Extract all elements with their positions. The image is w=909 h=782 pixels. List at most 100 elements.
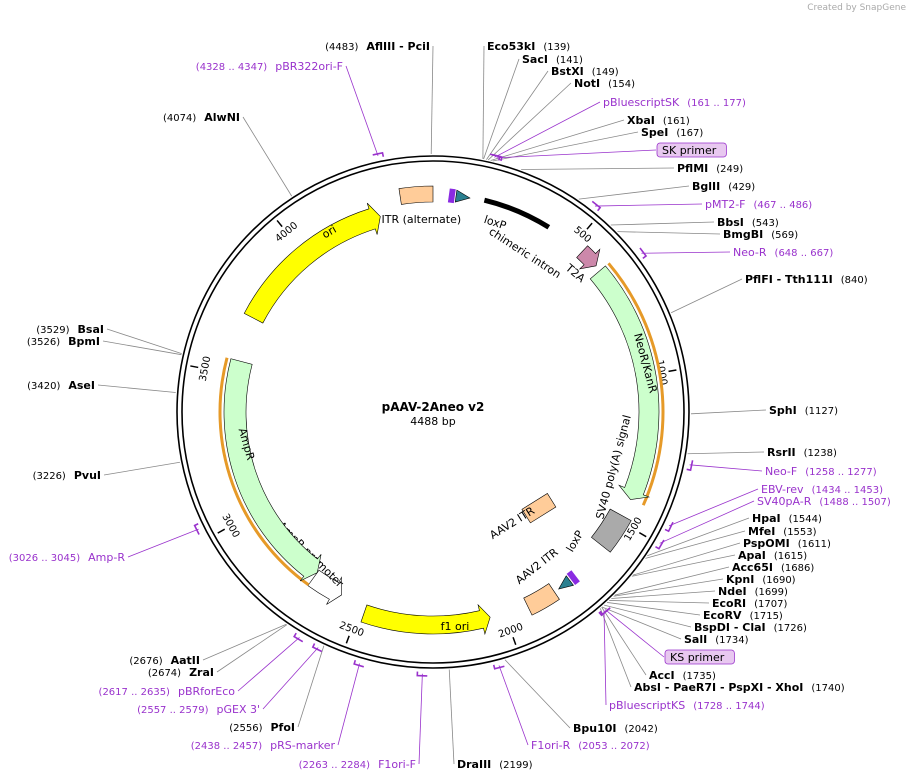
primer-name: SV40pA-R (757, 495, 812, 508)
tick-label-2500: 2500 (338, 620, 366, 639)
site-name: KpnI (726, 573, 754, 586)
site-name: AatII (171, 654, 200, 667)
primer-leader-13 (262, 647, 319, 710)
primer-mark-4 (639, 247, 648, 260)
site-position: (2042) (625, 724, 658, 735)
site-leader-22 (607, 602, 701, 616)
site-ecorv: EcoRV(1715) (703, 609, 783, 622)
site-kpni: KpnI (1690) (726, 573, 796, 586)
primer-leader-6 (668, 488, 759, 527)
primer-mark-9 (598, 608, 610, 617)
site-name: PfoI (271, 721, 296, 734)
primer-prs-marker: (2438 .. 2457)pRS-marker (191, 739, 336, 752)
site-position: (429) (728, 182, 755, 193)
primer-leader-8 (604, 609, 665, 658)
site-name: PvuI (74, 469, 101, 482)
site-pflmi: PflMI(249) (677, 162, 743, 175)
primer-box-ks-primer (664, 649, 735, 665)
site-leader-26 (599, 608, 632, 688)
site-position: (1707) (754, 599, 787, 610)
feature-aav2-itr-7-label: AAV2 ITR (513, 545, 561, 586)
primer-leader-7 (659, 500, 755, 544)
site-bpu10i: Bpu10I (2042) (573, 722, 658, 735)
site-position: (1544) (789, 514, 822, 525)
feature-loxp-6 (558, 575, 574, 590)
primer-range: (648 .. 667) (775, 248, 834, 259)
site-position: (1734) (715, 635, 748, 646)
site-leader-31 (202, 623, 287, 661)
primer-leader-4 (641, 251, 731, 254)
tick-mark-3000 (217, 528, 226, 534)
tick-mark-2000 (512, 636, 517, 645)
primer-mark-2 (491, 153, 503, 162)
site-afliii-pcii: (4483)AflIII - PciI (325, 40, 430, 53)
primer-mark-3 (591, 200, 602, 212)
feature-loxp-6-spacer (566, 570, 580, 585)
site-leader-36 (242, 116, 293, 197)
site-name: PflMI (677, 162, 708, 175)
site-name: DraIII (457, 758, 491, 771)
site-leader-17 (631, 554, 736, 577)
site-name: XbaI (627, 114, 655, 127)
site-position: (840) (841, 275, 868, 286)
primer-name: pGEX 3' (216, 703, 260, 716)
site-name: Bpu10I (573, 722, 617, 735)
tick-label-3500: 3500 (198, 355, 214, 382)
primer-leader-2 (496, 149, 657, 159)
primer-neo-f: Neo-F(1258 .. 1277) (765, 465, 877, 478)
site-position: (4483) (325, 42, 358, 53)
site-name: AseI (68, 379, 95, 392)
site-position: (1690) (762, 575, 795, 586)
site-leader-12 (690, 409, 767, 415)
plasmid-name: pAAV-2Aneo v2 (382, 400, 485, 414)
site-bstxi: BstXI(149) (551, 65, 619, 78)
site-name: Eco53kI (487, 40, 535, 53)
site-hpai: HpaI(1544) (752, 512, 822, 525)
primer-leader-15 (127, 528, 199, 558)
snapgene-credit: Created by SnapGene (807, 3, 906, 13)
site-leader-0 (430, 45, 434, 155)
backbone-outer-strand (176, 155, 690, 669)
primer-leader-5 (689, 464, 763, 472)
primer-range: (3026 .. 3045) (9, 553, 81, 564)
primer-mark-11 (416, 671, 428, 677)
primer-leader-1 (494, 101, 601, 158)
site-position: (1726) (774, 623, 807, 634)
primer-name: EBV-rev (761, 483, 804, 496)
site-ndei: NdeI(1699) (718, 585, 788, 598)
plasmid-length: 4488 bp (410, 415, 455, 428)
primer-leader-0 (345, 65, 379, 156)
feature-f1-ori-9-label: f1 ori (441, 620, 470, 633)
site-position: (1686) (781, 563, 814, 574)
site-bpmi: (3526)BpmI (27, 335, 100, 348)
primer-mark-6 (664, 521, 674, 533)
primer-mark-0 (372, 151, 385, 157)
tick-label-3000: 3000 (219, 512, 241, 540)
site-acci: AccI(1735) (649, 669, 716, 682)
site-bmgbi: BmgBI(569) (723, 228, 798, 241)
site-name: ZraI (189, 666, 214, 679)
leader-lines (97, 45, 767, 765)
tick-label-4000: 4000 (274, 220, 301, 245)
site-alwni: (4074)AlwNI (163, 111, 240, 124)
site-leader-34 (102, 340, 182, 356)
primer-neo-r: Neo-R(648 .. 667) (733, 246, 833, 259)
tick-mark-500 (586, 222, 593, 230)
site-name: BspDI - ClaI (694, 621, 766, 634)
site-bbsi: BbsI(543) (717, 216, 779, 229)
site-name: BsaI (78, 323, 104, 336)
primer-f1ori-f: (2263 .. 2284)F1ori-F (299, 758, 416, 771)
site-saci: SacI(141) (522, 53, 583, 66)
primer-sk-primer: SK primer (662, 144, 717, 157)
site-leader-14 (647, 517, 750, 557)
site-position: (1740) (811, 683, 844, 694)
site-name: SacI (522, 53, 548, 66)
primer-mark-7 (655, 539, 665, 550)
primer-leader-11 (418, 673, 423, 765)
feature-ori-12 (243, 202, 381, 324)
site-pvui: (3226)PvuI (33, 469, 101, 482)
site-name: RsrII (767, 446, 796, 459)
site-leader-16 (632, 542, 741, 576)
